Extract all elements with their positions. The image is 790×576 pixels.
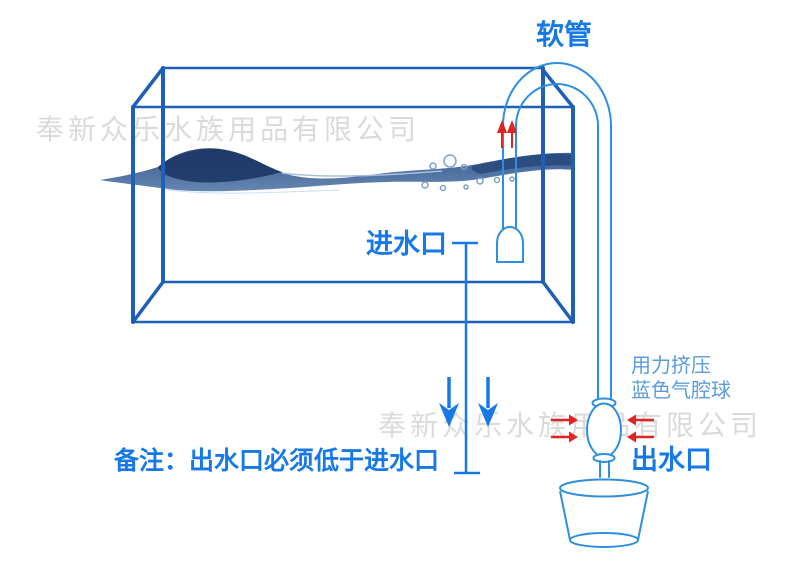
downflow-arrows <box>439 377 498 427</box>
siphon-hose <box>502 62 612 399</box>
outlet-nozzle <box>599 460 610 478</box>
note-label: 备注：出水口必须低于进水口 <box>114 447 440 475</box>
outlet-label: 出水口 <box>631 445 712 475</box>
watermark-text-top: 奉新众乐水族用品有限公司 <box>36 115 421 146</box>
inlet-label: 进水口 <box>366 229 447 259</box>
squeeze-instruction-line2: 蓝色气腔球 <box>631 380 731 402</box>
water-bucket <box>559 478 649 548</box>
upflow-arrows <box>497 120 517 148</box>
water-surface-image <box>100 148 575 194</box>
water-bubbles <box>421 154 515 192</box>
squeeze-arrows <box>551 414 654 443</box>
squeeze-bulb <box>586 397 622 463</box>
inlet-strainer <box>496 226 524 263</box>
hose-label: 软管 <box>536 19 593 50</box>
fish-tank-outline <box>131 66 575 324</box>
height-reference-line <box>452 241 480 475</box>
squeeze-instruction-line1: 用力挤压 <box>631 355 711 377</box>
squeeze-instruction: 用力挤压 蓝色气腔球 <box>631 354 731 404</box>
